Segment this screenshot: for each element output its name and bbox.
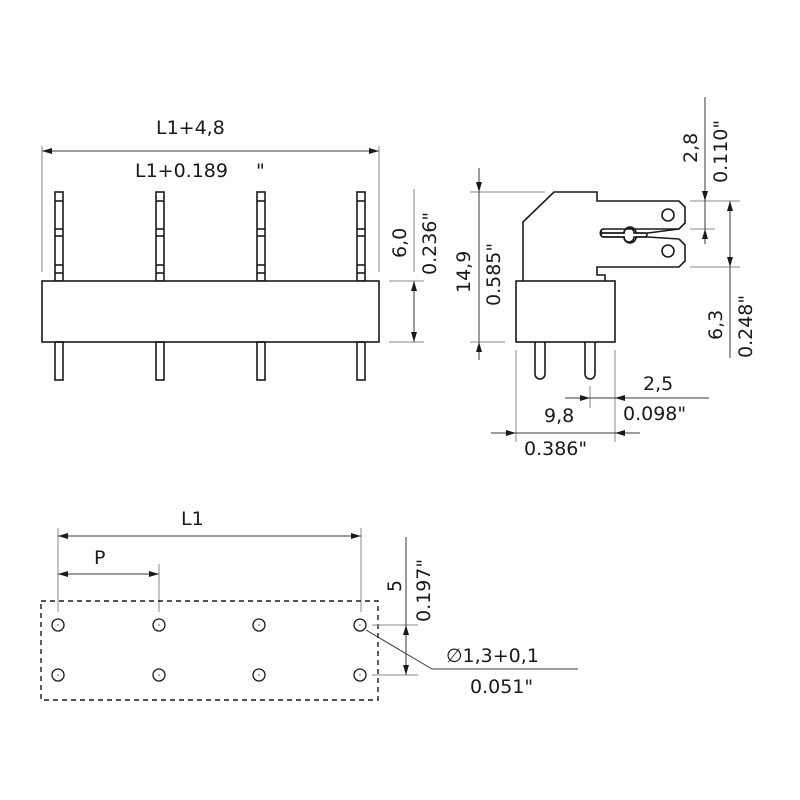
overall-length-in: L1+0.189	[135, 160, 228, 182]
side-body	[515, 280, 616, 343]
connector-body	[41, 280, 380, 343]
upper-pins	[54, 191, 366, 282]
lower-pins	[54, 341, 366, 381]
tab-width-in: 0.110"	[710, 120, 732, 183]
body-height-mm: 6,0	[389, 228, 411, 258]
hole-diameter-in: 0.051"	[470, 676, 533, 698]
side-view: 14,9 0.585" 2,8 0.110" 6,3 0.248"	[453, 97, 757, 460]
pin-offset-mm: 2,5	[643, 373, 673, 395]
tab-span-mm: 6,3	[705, 310, 727, 340]
inch-mark: "	[256, 160, 265, 182]
hole-diameter-mm: ∅1,3+0,1	[446, 645, 539, 667]
overall-length-mm: L1+4,8	[156, 117, 225, 139]
total-height-in: 0.585"	[483, 243, 505, 306]
footprint-view: L1 P 5 0.197" ∅1,3+0,1 0	[40, 508, 578, 701]
row-spacing-mm: 5	[384, 580, 406, 592]
hole-grid	[51, 618, 367, 682]
pitch-label: P	[94, 547, 105, 569]
row-spacing-in: 0.197"	[413, 559, 435, 622]
body-height-in: 0.236"	[419, 212, 441, 275]
tab-span-in: 0.248"	[735, 295, 757, 358]
total-height-mm: 14,9	[453, 251, 475, 293]
front-view: L1+4,8 L1+0.189 "	[41, 117, 441, 381]
body-depth-in: 0.386"	[524, 438, 587, 460]
footprint-outline	[40, 600, 379, 701]
pin-offset-in: 0.098"	[623, 403, 686, 425]
length-label: L1	[181, 508, 204, 530]
tab-width-mm: 2,8	[680, 133, 702, 163]
body-depth-mm: 9,8	[544, 405, 574, 427]
